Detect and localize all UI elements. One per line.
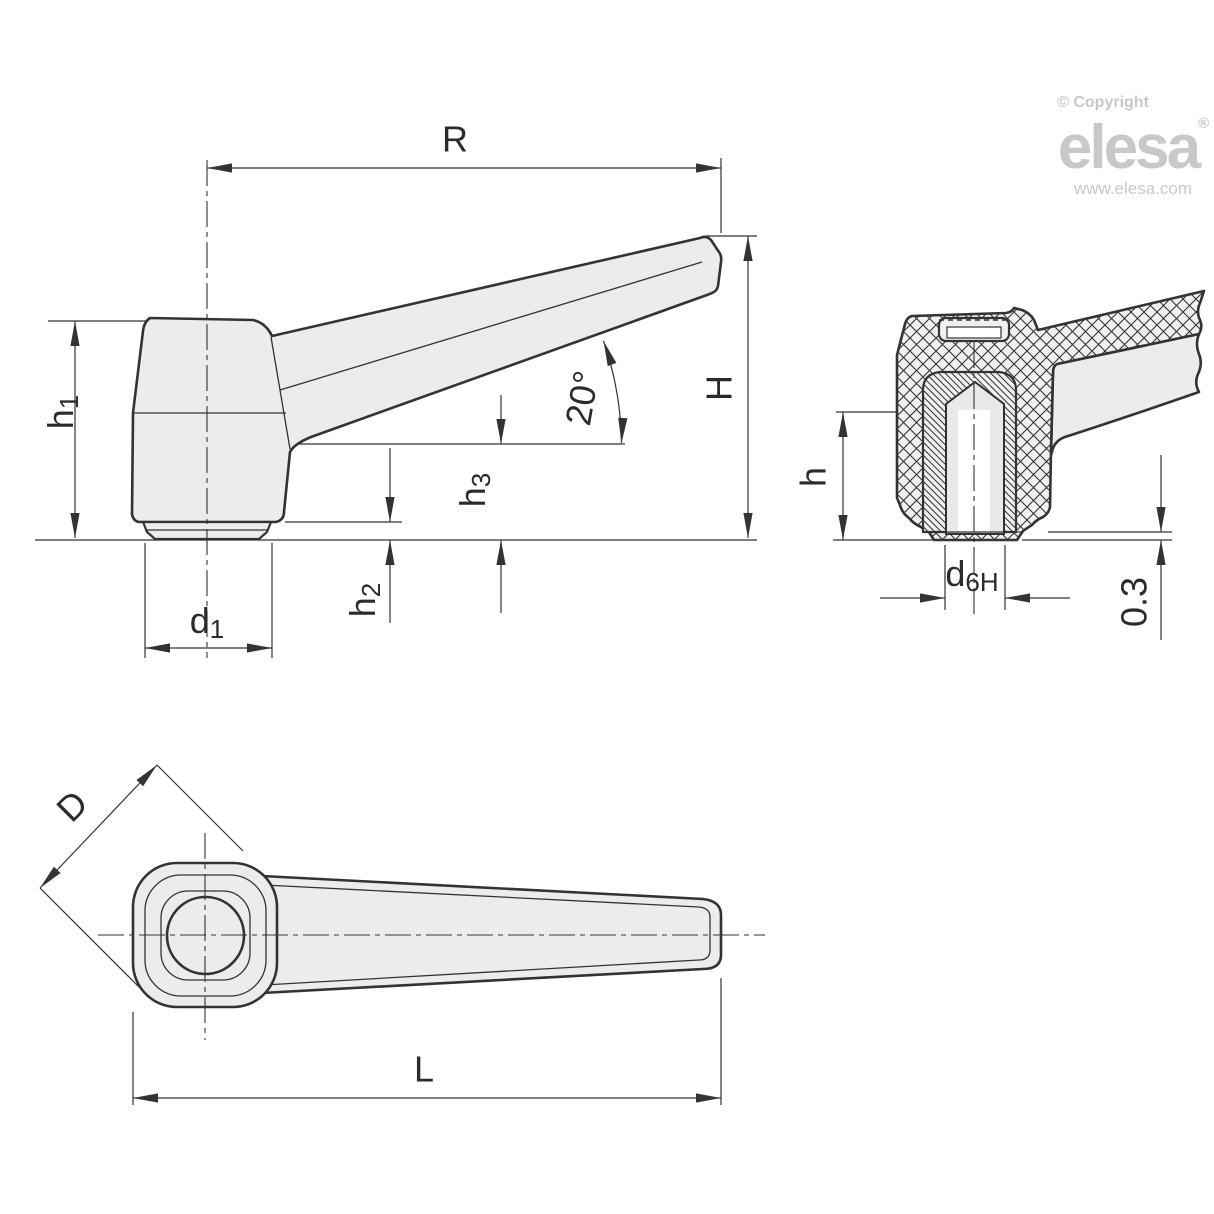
dim-h1-label: h1 bbox=[40, 395, 85, 430]
front-lever-outline bbox=[130, 235, 723, 524]
bottom-arm-inner-lines bbox=[263, 884, 711, 986]
dim-L-label: L bbox=[414, 1049, 434, 1090]
copyright-text: © Copyright bbox=[1057, 94, 1149, 111]
front-arm-ridge-line bbox=[279, 261, 703, 391]
dimension-d6H: d6H bbox=[880, 545, 1070, 610]
dimension-h: h bbox=[793, 411, 934, 541]
dimension-d1: d1 bbox=[144, 543, 273, 658]
elesa-logo: elesa bbox=[1058, 113, 1202, 182]
dim-H-label: H bbox=[699, 375, 740, 401]
dimension-h1: h1 bbox=[40, 320, 148, 538]
front-view: R H h1 h2 h3 bbox=[35, 119, 757, 658]
website-url: www.elesa.com bbox=[1073, 179, 1192, 198]
dimension-angle-20: 20° bbox=[297, 339, 628, 445]
dimension-h2: h2 bbox=[285, 448, 402, 623]
side-section-view: h d6H 0.3 bbox=[793, 289, 1206, 640]
dimension-H: H bbox=[699, 235, 757, 538]
registered-mark-icon: ® bbox=[1198, 115, 1209, 132]
dim-angle-label: 20° bbox=[557, 368, 607, 429]
bottom-view: D L bbox=[36, 761, 765, 1105]
dim-d6H-label: d6H bbox=[945, 553, 998, 598]
dim-d1-label: d1 bbox=[190, 600, 225, 645]
dimension-L: L bbox=[132, 978, 722, 1105]
side-top-slot-inner bbox=[946, 326, 1002, 339]
dim-R-label: R bbox=[442, 119, 468, 160]
side-hole-walls bbox=[945, 381, 1005, 534]
dimension-R: R bbox=[207, 119, 722, 233]
dimension-protrusion-03: 0.3 bbox=[1022, 455, 1172, 640]
dim-D-label: D bbox=[48, 782, 95, 829]
dim-protrusion-label: 0.3 bbox=[1114, 577, 1155, 627]
dimension-h3: h3 bbox=[452, 395, 506, 613]
dim-h-label: h bbox=[793, 467, 834, 487]
dim-h2-label: h2 bbox=[342, 583, 387, 618]
branding-block: © Copyright elesa ® www.elesa.com bbox=[1057, 94, 1209, 198]
dim-h3-label: h3 bbox=[452, 473, 497, 508]
